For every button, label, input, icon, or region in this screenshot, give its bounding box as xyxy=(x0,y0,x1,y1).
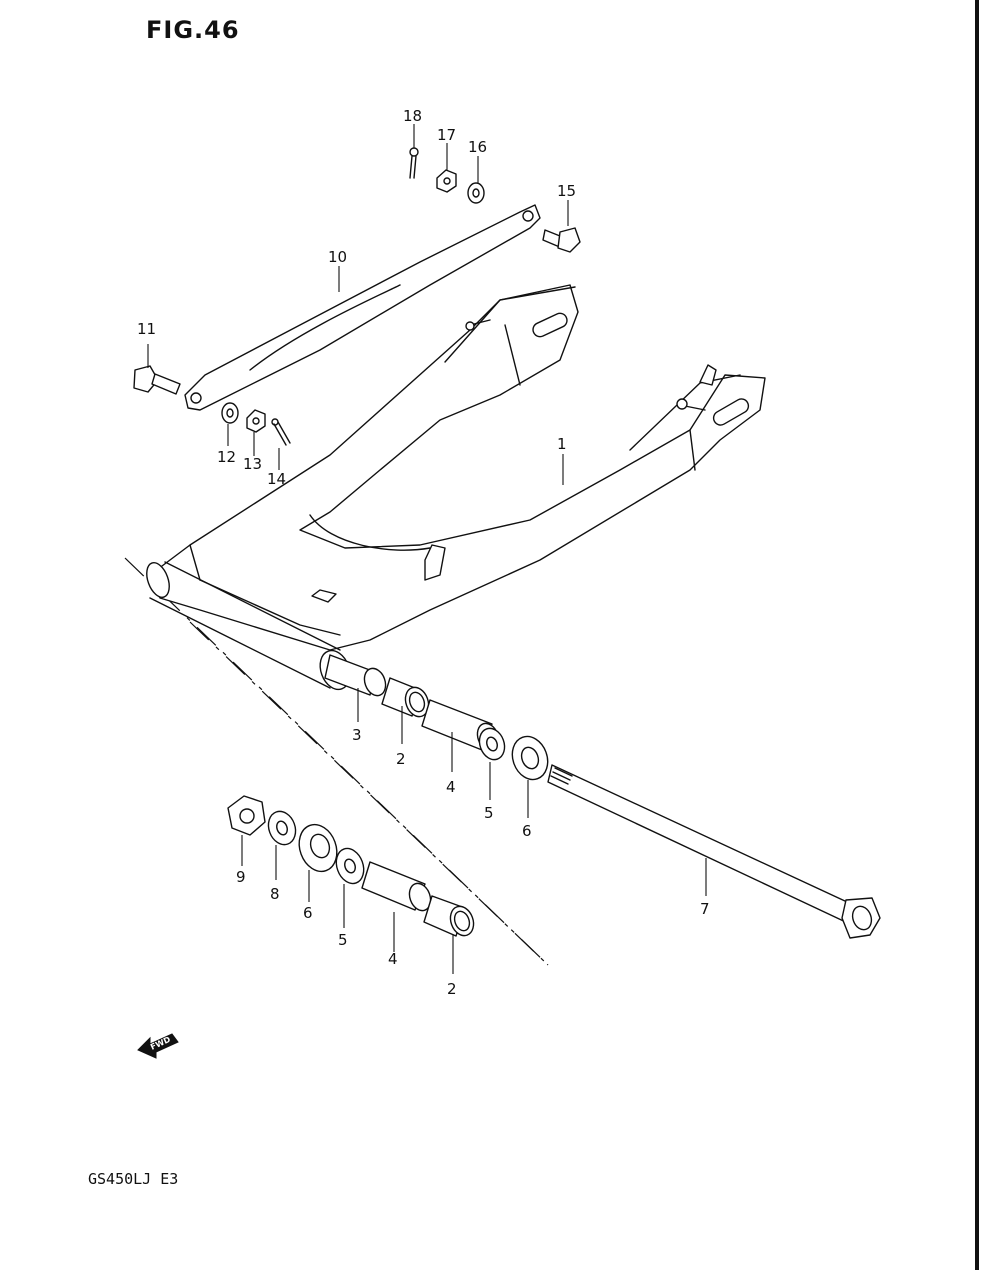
callout-4-lower: 4 xyxy=(388,950,398,968)
callout-1: 1 xyxy=(557,435,567,453)
cotter-pin-14 xyxy=(271,418,291,446)
callout-6-upper: 6 xyxy=(522,822,532,840)
pivot-shaft xyxy=(547,764,881,939)
figure-title: FIG.46 xyxy=(146,16,240,44)
needle-bearing-lower xyxy=(423,895,475,937)
alignment-line-lower xyxy=(189,621,549,966)
page-edge-border xyxy=(975,0,979,1270)
callout-5-upper: 5 xyxy=(484,804,494,822)
leader-lines xyxy=(147,124,707,974)
callout-14: 14 xyxy=(267,470,286,488)
callout-17: 17 xyxy=(437,126,456,144)
bolt-11 xyxy=(133,365,181,395)
callout-3: 3 xyxy=(352,726,362,744)
callout-9: 9 xyxy=(236,868,246,886)
callout-12: 12 xyxy=(217,448,236,466)
fwd-arrow-icon: FWD xyxy=(137,1033,179,1059)
callout-10: 10 xyxy=(328,248,347,266)
model-code: GS450LJ E3 xyxy=(88,1170,179,1188)
callout-16: 16 xyxy=(468,138,487,156)
washer-lower xyxy=(335,847,365,885)
torque-link xyxy=(184,204,541,411)
callout-7: 7 xyxy=(700,900,710,918)
callout-5-lower: 5 xyxy=(338,931,348,949)
nut-17 xyxy=(436,169,457,193)
dust-seal-upper xyxy=(511,735,549,781)
callout-6-lower: 6 xyxy=(303,904,313,922)
pivot-inner-sleeve xyxy=(324,654,387,697)
nut-16 xyxy=(467,182,485,204)
washer-12 xyxy=(221,402,239,424)
callout-18: 18 xyxy=(403,107,422,125)
cotter-pin-18 xyxy=(409,147,419,179)
washer-8 xyxy=(267,810,297,846)
callout-4-upper: 4 xyxy=(446,778,456,796)
callout-8: 8 xyxy=(270,885,280,903)
bolt-15 xyxy=(542,227,581,253)
nut-lower xyxy=(227,795,266,836)
dust-seal-lower xyxy=(298,823,338,873)
callout-2-lower: 2 xyxy=(447,980,457,998)
callout-13: 13 xyxy=(243,455,262,473)
needle-bearing-upper xyxy=(381,677,430,718)
callout-2-upper: 2 xyxy=(396,750,406,768)
spacer-lower xyxy=(361,861,432,912)
swingarm xyxy=(149,284,766,651)
washer-upper xyxy=(478,727,506,761)
callout-11: 11 xyxy=(137,320,156,338)
callout-15: 15 xyxy=(557,182,576,200)
callout-labels: 1 2 2 3 4 4 5 5 6 6 7 8 9 10 11 12 13 14… xyxy=(137,107,710,998)
nut-13 xyxy=(246,409,266,433)
alignment-line-upper xyxy=(124,557,549,966)
